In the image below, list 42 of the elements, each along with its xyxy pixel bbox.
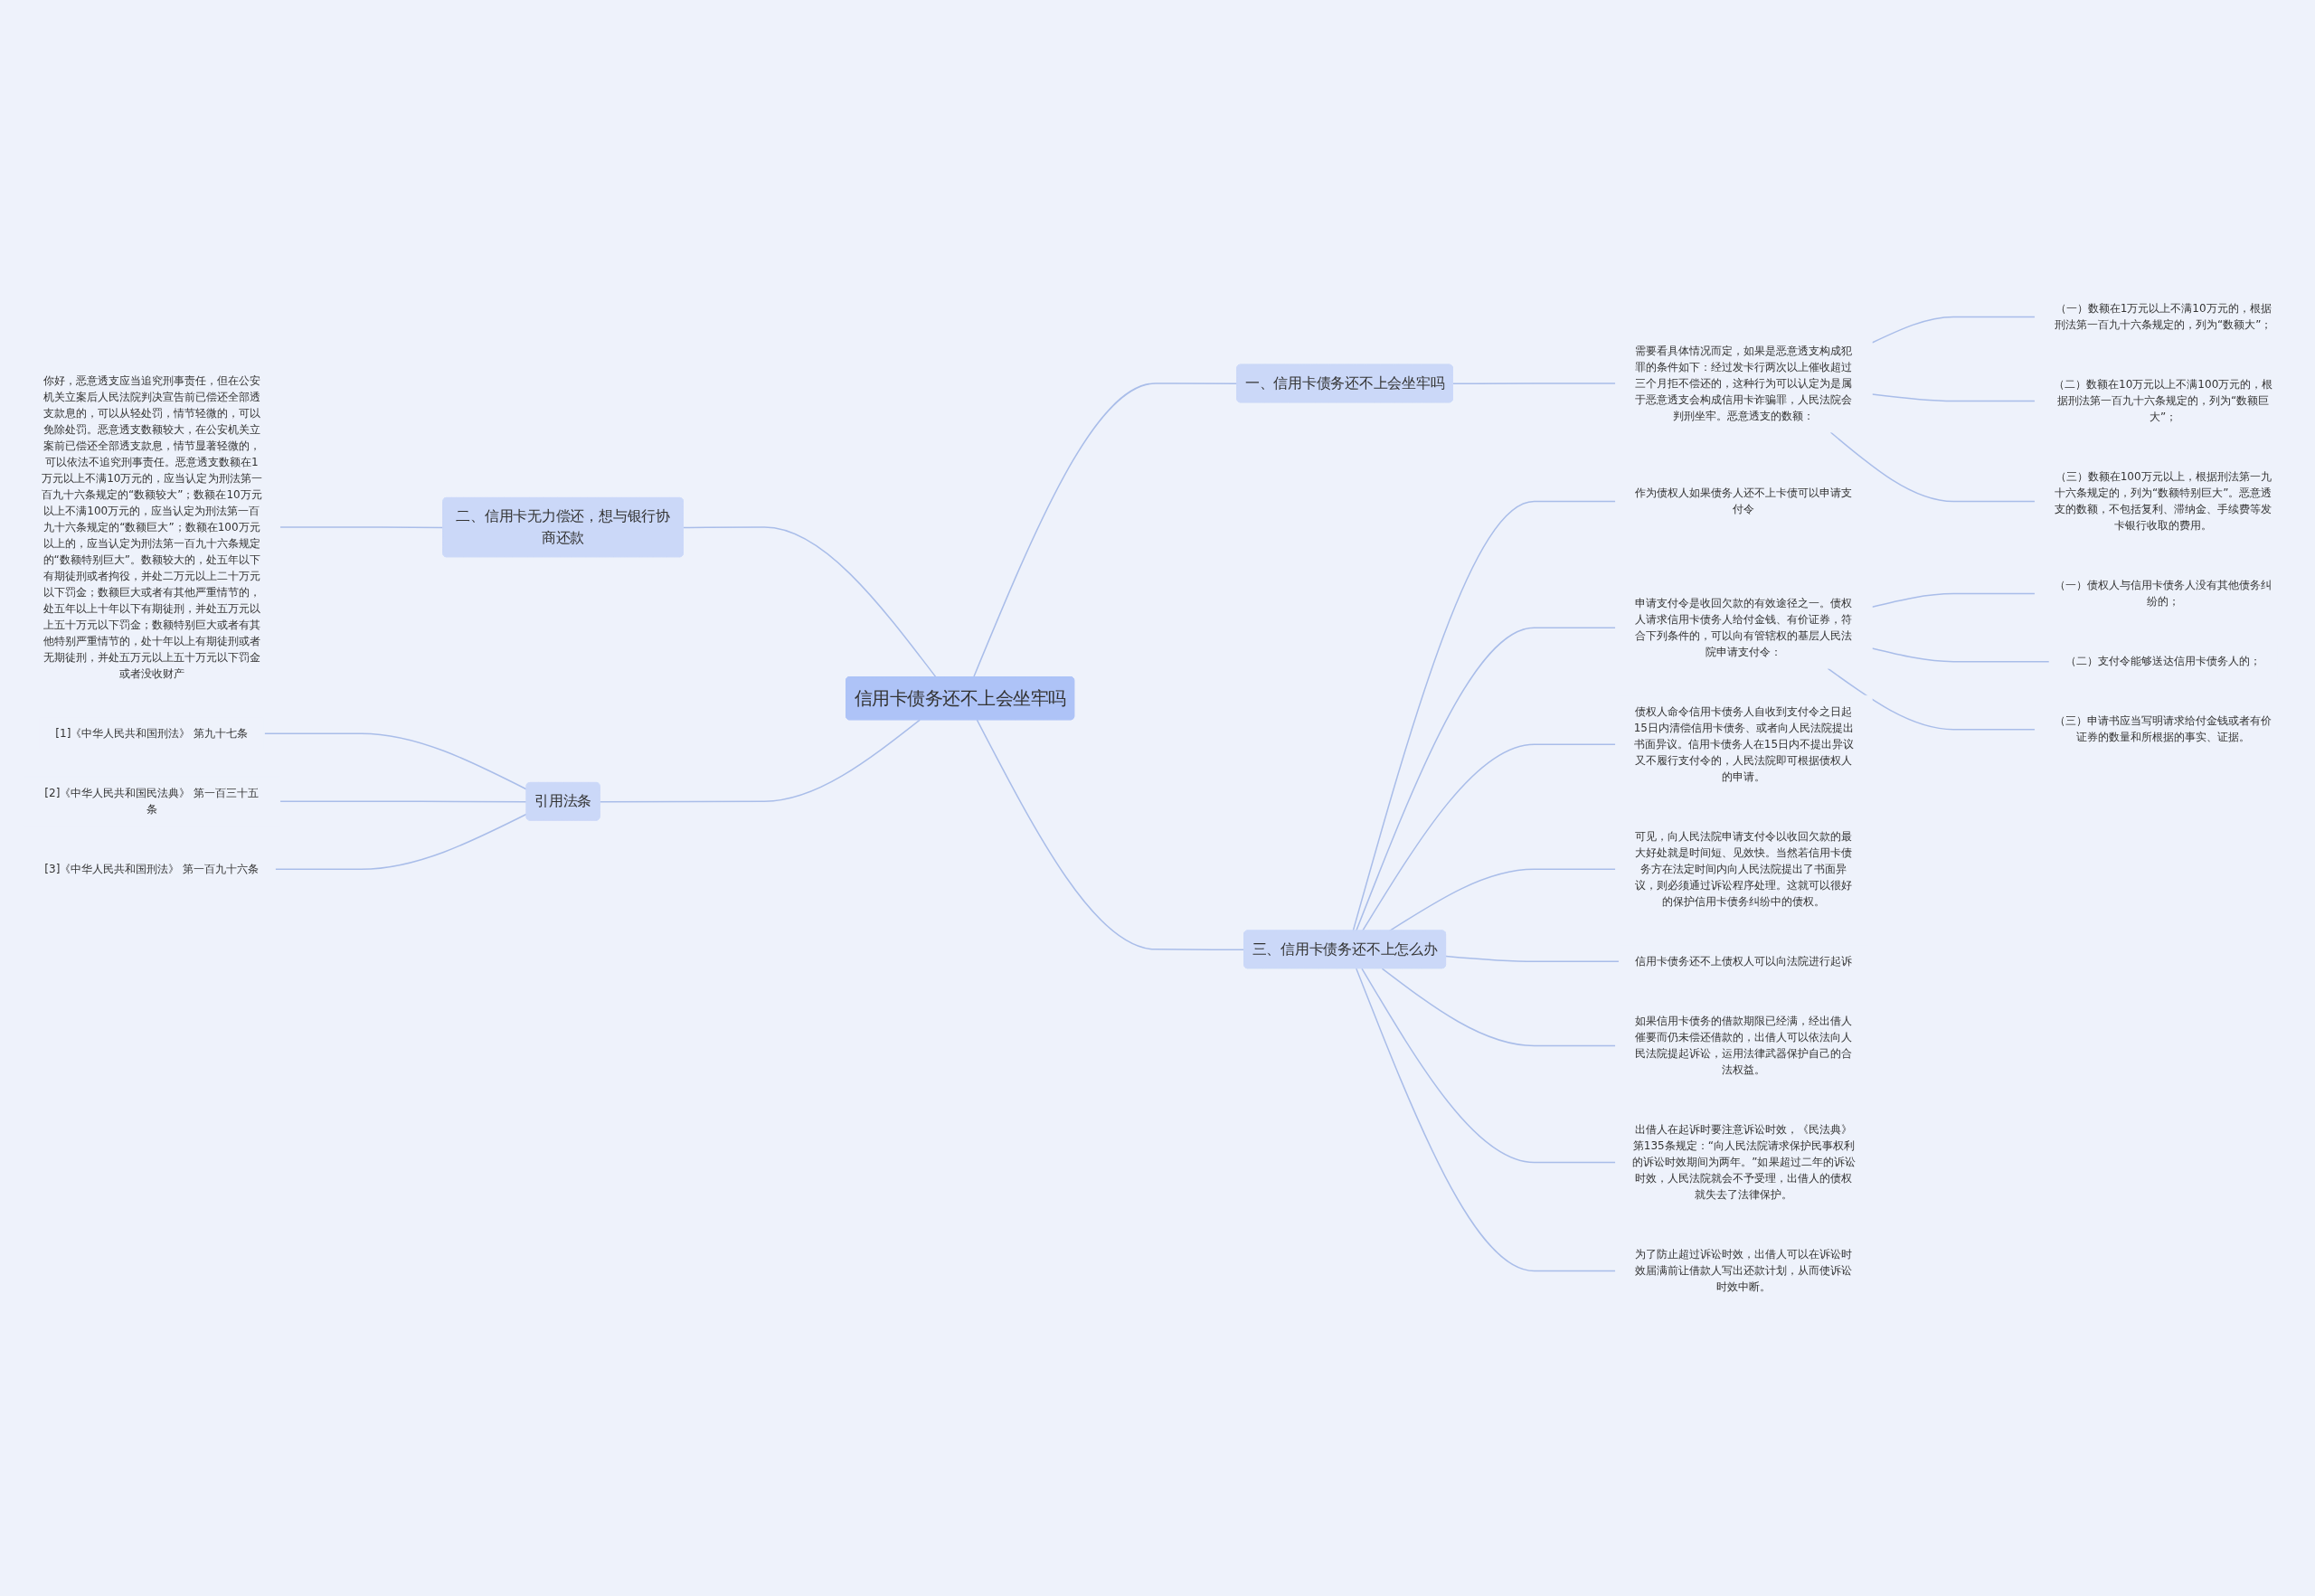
connector: [279, 800, 528, 803]
node-text: 需要看具体情况而定，如果是恶意透支构成犯罪的条件如下：经过发卡行两次以上催收超过三个月拒不偿还的，这种行为可以认定为是属于恶意透支会构成信用卡诈骗罪，人民法院会判刑坐牢。恶意透支的数额：: [1635, 344, 1853, 422]
connector: [279, 526, 444, 529]
node-text: 作为债权人如果债务人还不上卡债可以申请支付令: [1635, 486, 1853, 516]
connector: [1356, 968, 1617, 1272]
node-text: （三）数额在100万元以上，根据刑法第一九十六条规定的，列为“数额特别巨大”。恶意透支的数额，不包括复利、滞纳金、手续费等发卡银行收取的费用。: [2054, 470, 2272, 533]
node-text: （二）支付令能够送达信用卡债务人的；: [2065, 655, 2262, 668]
connector: [1827, 667, 2036, 731]
connector: [1356, 627, 1617, 932]
connector: [1829, 431, 2036, 503]
node-text: [2]《中华人民共和国民法典》 第一百三十五条: [44, 786, 260, 817]
node-text: 为了防止超过诉讼时效，出借人可以在诉讼时效届满前让借款人写出还款计划，从而使诉讼时效中断。: [1635, 1248, 1853, 1294]
connector: [972, 382, 1238, 678]
connector: [1352, 500, 1617, 932]
node-text: （三）申请书应当写明请求给付金钱或者有价证券的数量和所根据的事实、证据。: [2055, 714, 2272, 744]
connector: [1381, 968, 1617, 1047]
node-text: （一）数额在1万元以上不满10万元的，根据刑法第一百九十六条规定的，列为“数额大”；: [2054, 301, 2272, 332]
connector: [1362, 743, 1617, 932]
connector: [1871, 316, 2036, 344]
connector: [274, 813, 528, 871]
connector: [976, 719, 1245, 950]
connector: [1361, 968, 1617, 1164]
node-text: 你好，恶意透支应当追究刑事责任，但在公安机关立案后人民法院判决宣告前已偿还全部透支款息的，可以从轻处罚，情节轻微的，可以免除处罚。恶意透支数额较大，在公安机关立案前已偿还全部透支款息，情节显著轻微的，可以依法不追究刑事责任。恶意透支数额在1万元以上不满10万元的，应当认定为刑法第一百九十六条规定的“数额较大”；数额在10万元以上不满100万元的，应当认定为刑法第一百九十六条规定的“数额巨大”；数额在100万元以上的，应当认定为刑法第一百九十六条规定的“数额特别巨大”。数额较大的，处五年以下有期徒刑或者拘役，并处二万元以上二十万元以下罚金；数额巨大或者有其他严重情节的，处五年以上十年以下有期徒刑，并处五万元以上五十万元以下罚金；数额特别巨大或者有其他特别严重情节的，处十年以上有期徒刑或者无期徒刑，并处五万元以上五十万元以下罚金或者没收财产: [41, 373, 262, 680]
node-text: 债权人命令信用卡债务人自收到支付令之日起15日内清偿信用卡债务、或者向人民法院提出书面异议。信用卡债务人在15日内不提出异议又不履行支付令的，人民法院即可根据债权人的申请。: [1633, 704, 1855, 783]
connector: [1445, 955, 1620, 963]
connector: [683, 526, 937, 678]
connector: [1389, 868, 1617, 932]
connector: [1871, 647, 2050, 663]
connector: [263, 732, 528, 790]
node-text: （二）数额在10万元以上不满100万元的，根据刑法第一百九十六条规定的，列为“数额巨大”；: [2054, 377, 2273, 424]
connector: [1871, 592, 2036, 608]
node-text: [1]《中华人民共和国刑法》 第九十七条: [55, 726, 249, 740]
node-text: 如果信用卡债务的借款期限已经满，经出借人催要而仍未偿还借款的，出借人可以依法向人民法院提起诉讼，运用法律武器保护自己的合法权益。: [1635, 1014, 1853, 1077]
connector: [1452, 382, 1617, 385]
node-text: （一）债权人与信用卡债务人没有其他债务纠纷的；: [2055, 579, 2272, 609]
node-text: 申请支付令是收回欠款的有效途径之一。债权人请求信用卡债务人给付金钱、有价证券，符合下列条件的，可以向有管辖权的基层人民法院申请支付令：: [1635, 596, 1853, 658]
node-text: 出借人在起诉时要注意诉讼时效，《民法典》第135条规定：“向人民法院请求保护民事权利的诉讼时效期间为两年。”如果超过二年的诉讼时效，人民法院就会不予受理，出借人的债权就失去了法律保护。: [1632, 1122, 1856, 1202]
connector: [599, 719, 921, 803]
node-text: [3]《中华人民共和国刑法》 第一百九十六条: [44, 862, 260, 876]
node-text: 信用卡债务还不上债权人可以向法院进行起诉: [1635, 954, 1853, 968]
node-text: 可见，向人民法院申请支付令以收回欠款的最大好处就是时间短、见效快。当然若信用卡债务方在法定时间内向人民法院提出了书面异议，则必须通过诉讼程序处理。这就可以很好的保护信用卡债务纠纷中的债权。: [1635, 829, 1853, 909]
connector: [1871, 393, 2036, 402]
